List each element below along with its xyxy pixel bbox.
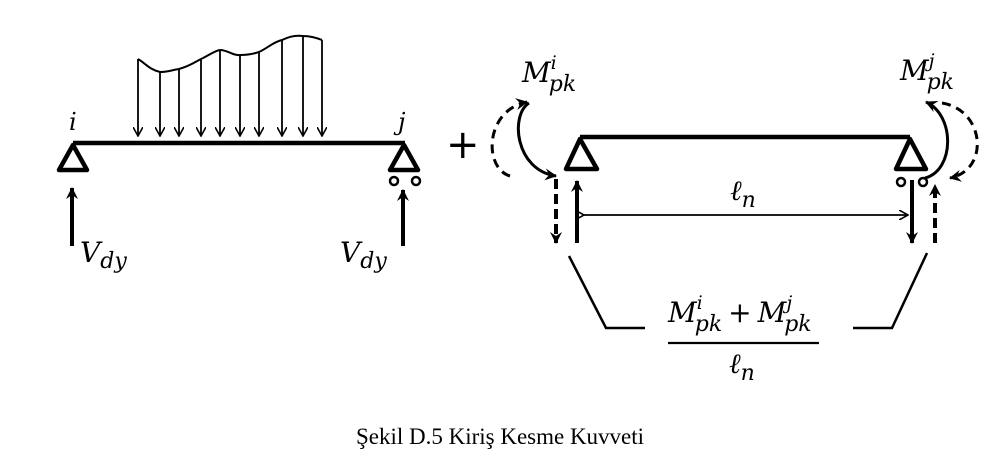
pin-support-icon	[563, 136, 600, 172]
node-j-label: j	[393, 108, 406, 136]
moment-j-dashed-arrow	[941, 101, 979, 182]
node-i-label: i	[69, 108, 77, 136]
moment-i-solid-arrow	[516, 101, 557, 181]
roller-wheel-icon	[410, 175, 422, 187]
bracket-right	[853, 252, 929, 330]
roller-support-icon	[387, 142, 421, 173]
roller-wheel-icon	[917, 176, 929, 188]
roller-wheel-icon	[388, 175, 400, 187]
roller-support-icon	[893, 136, 929, 172]
shear-right-label: Vdy	[340, 236, 387, 274]
roller-wheel-icon	[895, 176, 907, 188]
plus-sign: +	[446, 122, 480, 168]
pin-support-icon	[56, 142, 90, 173]
span-label: ℓn	[730, 174, 756, 213]
left-beam-diagram: i j Vdy Vdy	[56, 34, 422, 274]
distributed-load-curve	[137, 34, 323, 74]
shear-left-label: Vdy	[80, 236, 127, 274]
bracket-left	[567, 255, 645, 330]
figure-caption: Şekil D.5 Kiriş Kesme Kuvveti	[356, 424, 644, 449]
formula-denominator: ℓn	[729, 347, 755, 386]
distributed-load-arrows	[138, 36, 322, 135]
moment-j-solid-arrow	[924, 100, 949, 180]
